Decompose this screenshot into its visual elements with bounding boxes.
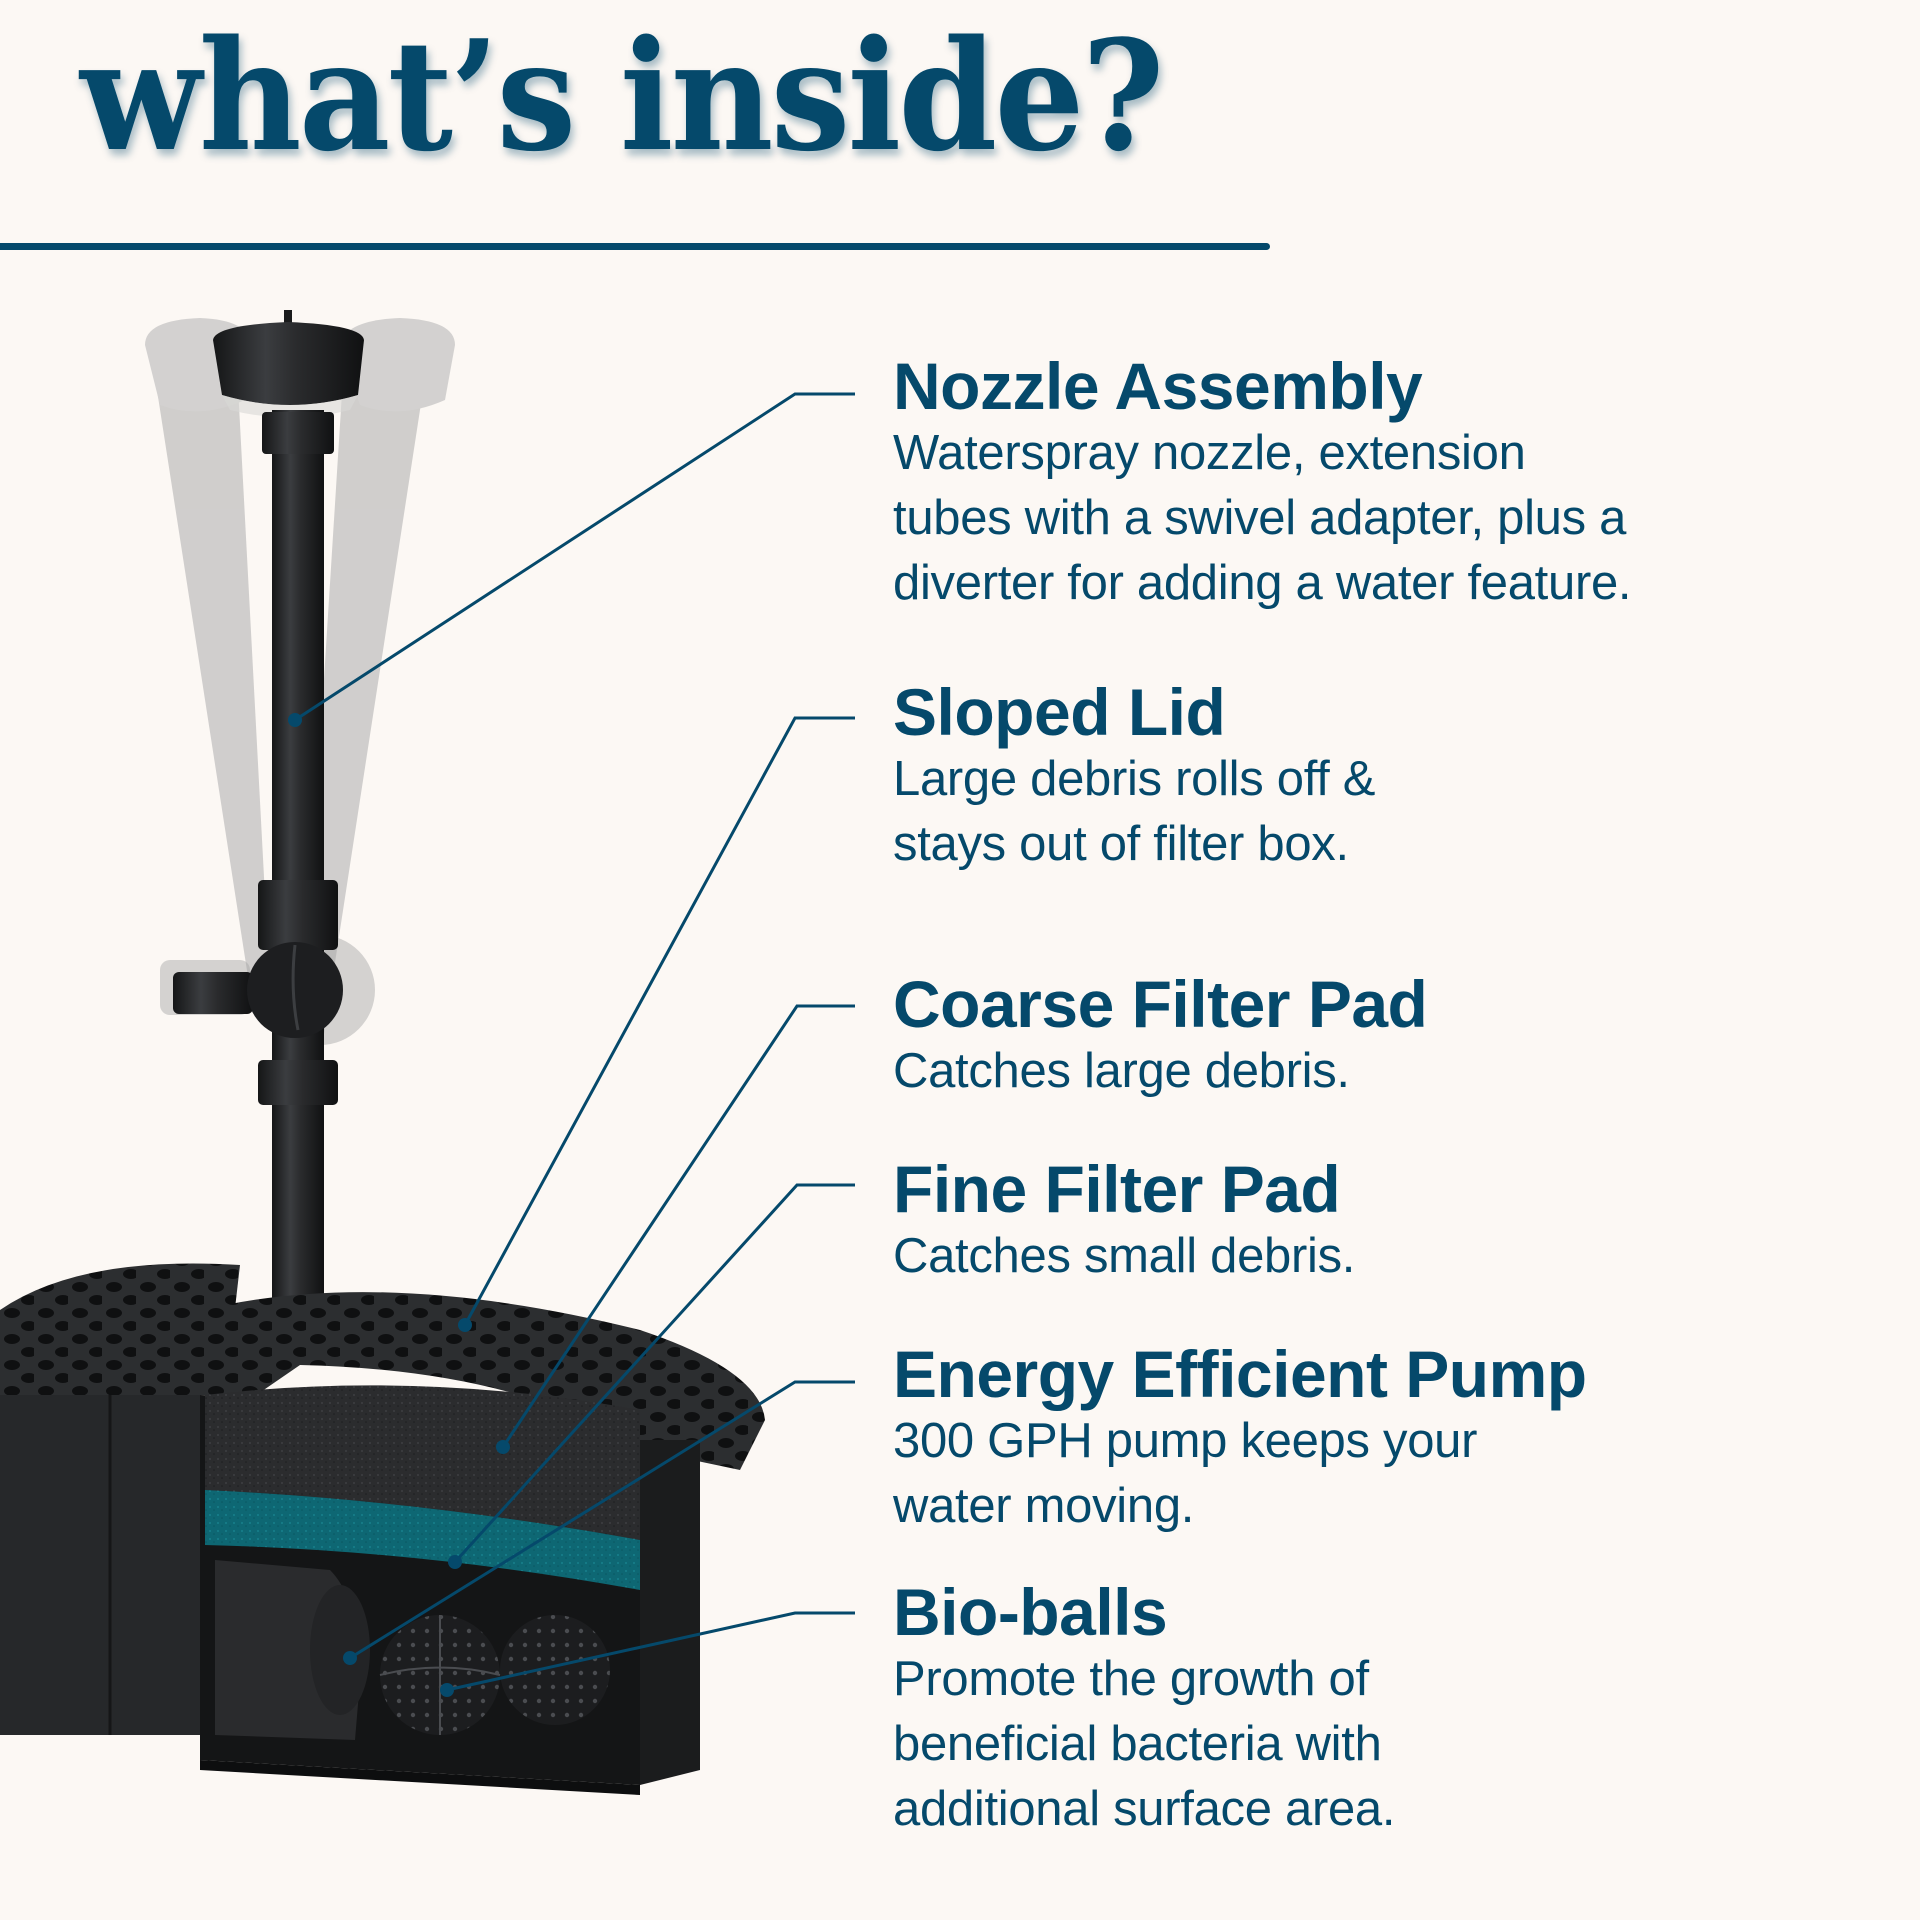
callout-energy-efficient-pump: Energy Efficient Pump 300 GPH pump keeps… (893, 1337, 1587, 1539)
callout-description: Large debris rolls off & stays out of fi… (893, 752, 1376, 871)
leader-lines (294, 392, 855, 1692)
callout-bio-balls: Bio-balls Promote the growth of benefici… (893, 1575, 1396, 1841)
callout-description: Catches large debris. (893, 1044, 1350, 1099)
dot-sloped-lid (458, 1318, 472, 1332)
callout-title: Coarse Filter Pad (893, 967, 1428, 1041)
leader-dots (288, 713, 510, 1697)
title-divider (0, 243, 1270, 250)
callout-description: Catches small debris. (893, 1229, 1356, 1284)
callout-title: Bio-balls (893, 1575, 1168, 1649)
callout-title: Sloped Lid (893, 675, 1226, 749)
dot-energy-efficient-pump (343, 1651, 357, 1665)
callout-sloped-lid: Sloped Lid Large debris rolls off & stay… (893, 675, 1376, 877)
callout-coarse-filter-pad: Coarse Filter Pad Catches large debris. (893, 967, 1428, 1104)
leader-bio-balls (446, 1611, 855, 1692)
dot-fine-filter-pad (448, 1555, 462, 1569)
dot-nozzle-assembly (288, 713, 302, 727)
page-title: what’s inside? (80, 6, 1164, 185)
diverter-valve (173, 942, 343, 1038)
swivel-ghost-left (145, 318, 270, 990)
filter-box (0, 1263, 765, 1795)
callout-fine-filter-pad: Fine Filter Pad Catches small debris. (893, 1152, 1356, 1289)
dot-bio-balls (440, 1683, 454, 1697)
extension-tube (272, 410, 324, 1310)
leader-sloped-lid (463, 716, 855, 1326)
leader-nozzle-assembly (294, 392, 855, 722)
leader-energy-efficient-pump (349, 1380, 855, 1660)
callout-title: Energy Efficient Pump (893, 1337, 1587, 1411)
callout-description: 300 GPH pump keeps your water moving. (893, 1414, 1478, 1533)
leader-coarse-filter-pad (501, 1004, 855, 1448)
callout-title: Nozzle Assembly (893, 349, 1423, 423)
callout-nozzle-assembly: Nozzle Assembly Waterspray nozzle, exten… (893, 349, 1632, 615)
leader-fine-filter-pad (453, 1183, 855, 1564)
dot-coarse-filter-pad (496, 1440, 510, 1454)
callout-description: Waterspray nozzle, extension tubes with … (893, 426, 1632, 610)
callout-description: Promote the growth of beneficial bacteri… (893, 1652, 1396, 1836)
callout-title: Fine Filter Pad (893, 1152, 1341, 1226)
